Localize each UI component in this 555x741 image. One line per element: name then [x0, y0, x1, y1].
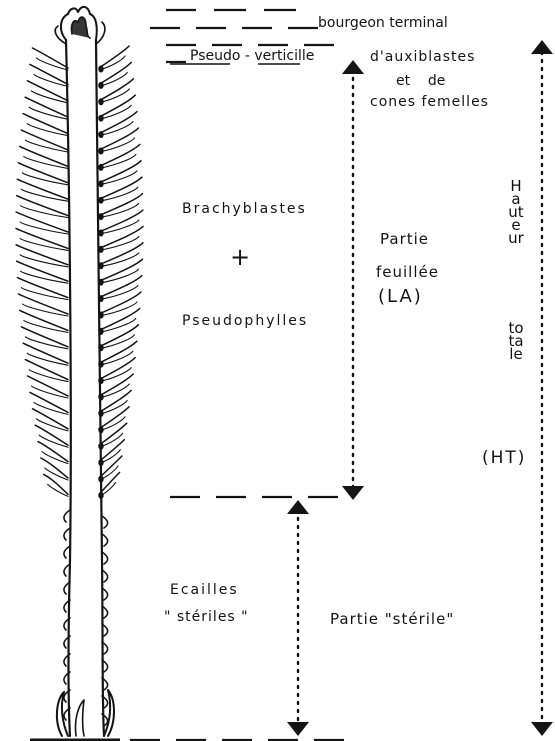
leafy-part-abbr: (LA) [378, 288, 423, 306]
right-needle [99, 138, 135, 152]
right-needle [99, 105, 131, 119]
left-needle [48, 484, 68, 496]
right-needle [99, 171, 137, 185]
node-dot [99, 115, 104, 121]
sterile-part-label: Partie "stérile" [330, 612, 454, 627]
total-height-arrow [531, 40, 553, 736]
right-needle [99, 220, 139, 234]
left-needle [36, 58, 68, 70]
sterile-part-arrow [287, 500, 309, 736]
node-dot [99, 361, 104, 367]
pseudo-whorl-label-1: Pseudo - verticille [190, 49, 314, 63]
leafy-part-arrow [342, 60, 364, 500]
leafy-part-label-1: Partie [380, 232, 429, 247]
right-needle [99, 187, 138, 201]
node-dot [99, 295, 104, 301]
pseudophylls-label: Pseudophylles [182, 314, 308, 328]
node-dot [99, 394, 104, 400]
brachyblasts-label: Brachyblastes [182, 202, 307, 216]
total-height-abbr: (HT) [482, 450, 526, 467]
node-dot [99, 377, 104, 383]
female-cones-label: cones femelles [370, 95, 489, 109]
terminal-bud-shade [71, 17, 90, 38]
sterile-scale-right [102, 516, 108, 528]
sterile-scale-left [64, 510, 70, 522]
node-dot [99, 213, 104, 219]
plus-sign: + [230, 245, 250, 269]
node-dot [99, 230, 104, 236]
sterile-scales-label-1: Ecailles [170, 583, 239, 597]
left-needle [45, 468, 68, 480]
stem-right-edge [96, 40, 104, 736]
node-dot [99, 443, 104, 449]
and-of-label: et de [396, 74, 445, 88]
plant-shoot [16, 7, 143, 736]
node-dot [99, 197, 104, 203]
node-dot [99, 312, 104, 318]
pseudo-whorl-label-2: d'auxiblastes [370, 50, 475, 64]
right-needle [99, 122, 133, 136]
node-dot [99, 181, 104, 187]
right-needle [99, 236, 139, 250]
node-dot [99, 66, 104, 72]
right-needle [99, 154, 136, 168]
node-dot [99, 328, 104, 334]
node-dot [99, 459, 104, 465]
basal-scale-center [75, 700, 84, 736]
node-dot [99, 279, 104, 285]
node-dot [99, 263, 104, 269]
node-dot [99, 246, 104, 252]
node-dot [99, 345, 104, 351]
node-dot [99, 99, 104, 105]
total-height-word-1: Hauteur [508, 180, 524, 245]
basal-scale-right [104, 690, 114, 736]
sterile-scale-left [64, 528, 70, 540]
node-dot [99, 164, 104, 170]
sterile-scales-label-2: " stériles " [164, 610, 249, 624]
terminal-bud-label: bourgeon terminal [318, 16, 448, 30]
node-dot [99, 148, 104, 154]
basal-scale-left [57, 692, 68, 736]
stem-left-edge [66, 40, 71, 736]
node-dot [99, 492, 104, 498]
node-dot [99, 427, 104, 433]
node-dot [99, 131, 104, 137]
node-dot [99, 410, 104, 416]
node-dot [99, 82, 104, 88]
right-needle [99, 204, 138, 218]
total-height-word-2: totale [508, 322, 524, 361]
leafy-part-label-2: feuillée [376, 265, 439, 280]
node-dot [99, 476, 104, 482]
